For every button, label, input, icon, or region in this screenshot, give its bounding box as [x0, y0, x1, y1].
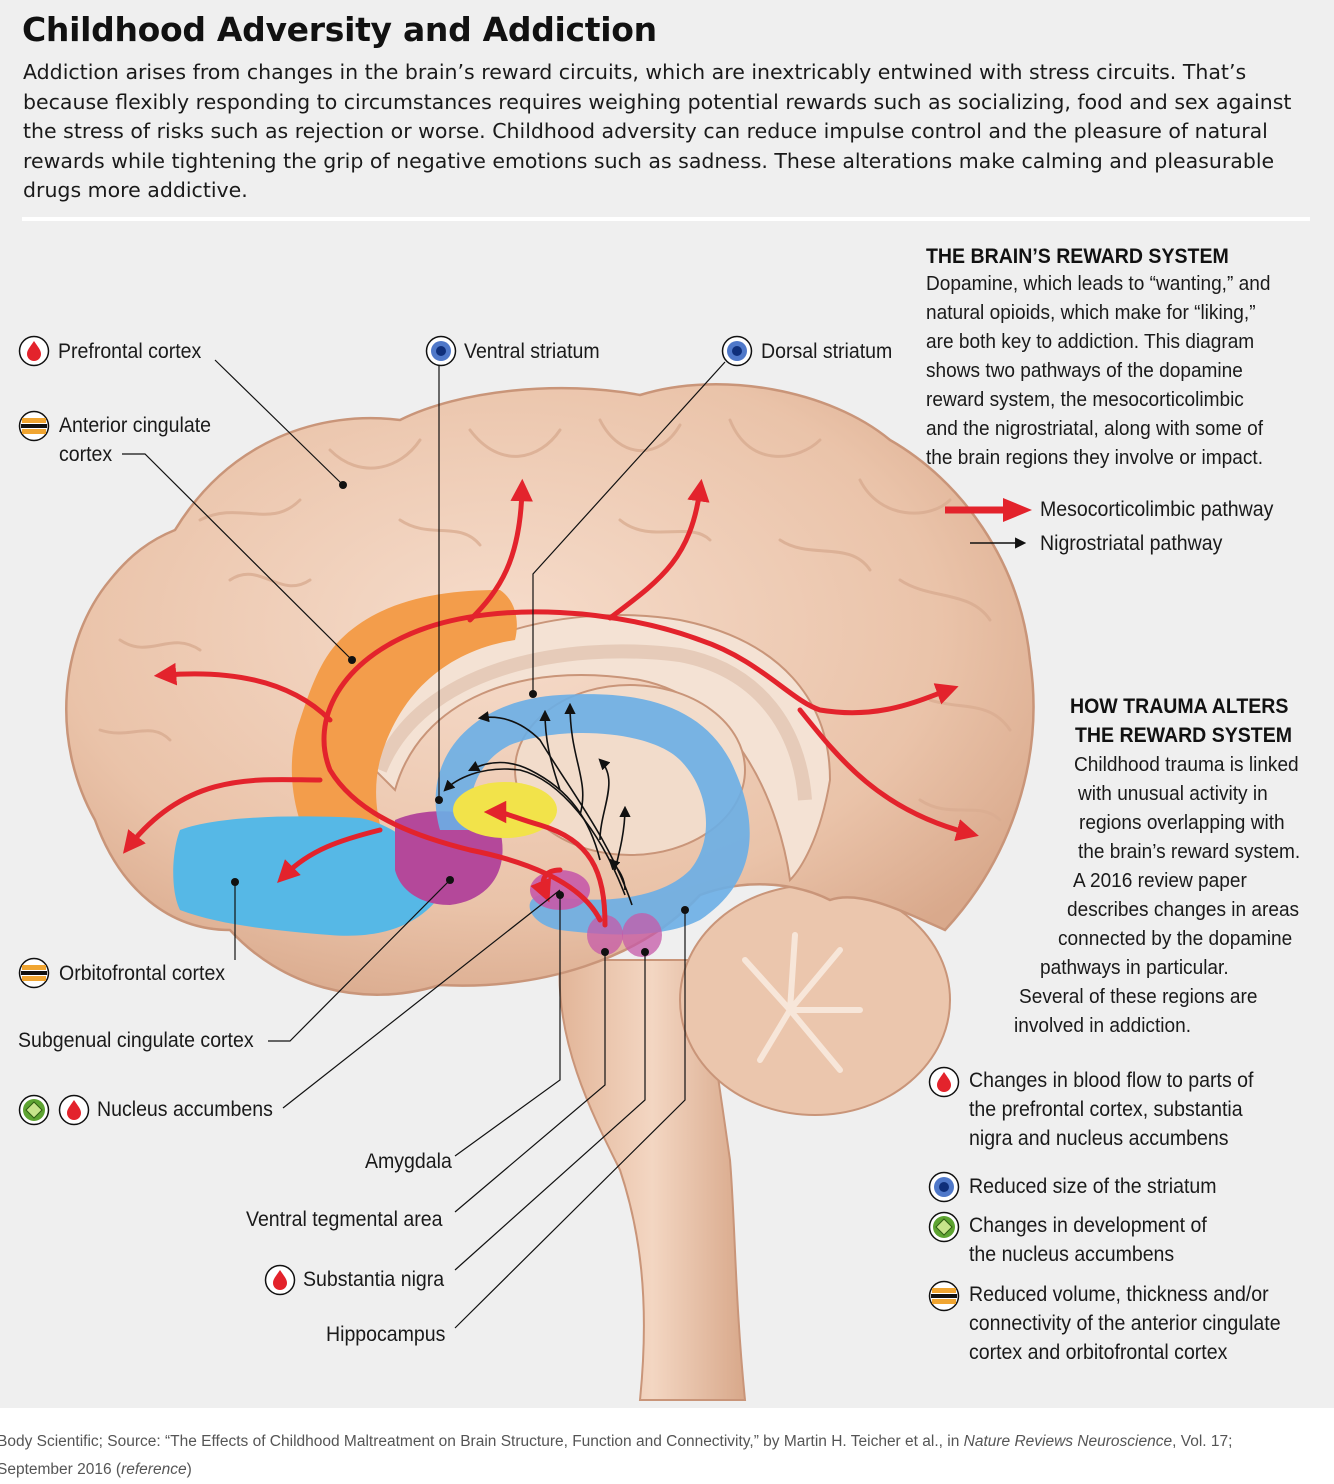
mesocorticolimbic-arrows — [122, 478, 979, 928]
figure-title: Childhood Adversity and Addiction — [22, 10, 657, 49]
blood-flow-icon — [18, 335, 50, 367]
credit-text: ) — [186, 1461, 192, 1478]
key-development: Changes in development of the nucleus ac… — [969, 1214, 1207, 1266]
vta-region — [587, 915, 623, 955]
label-subgenual-cingulate: Subgenual cingulate cortex — [18, 1029, 254, 1052]
nigrostriatal-arrows — [443, 702, 633, 906]
development-icon — [928, 1211, 960, 1243]
mesocorticolimbic-legend-arrowhead — [1003, 498, 1032, 522]
trauma-line: describes changes in areas — [1067, 898, 1300, 921]
volume-icon — [928, 1280, 960, 1312]
leader-lines — [122, 359, 726, 1329]
reward-line: Dopamine, which leads to “wanting,” and — [926, 272, 1271, 295]
label-substantia-nigra: Substantia nigra — [303, 1268, 445, 1291]
trauma-heading-2: THE REWARD SYSTEM — [1075, 724, 1293, 747]
credit-journal: Nature Reviews Neuroscience — [963, 1433, 1173, 1450]
trauma-line: with unusual activity in — [1078, 782, 1268, 805]
blood-flow-icon — [264, 1264, 296, 1296]
reward-line: are both key to addiction. This diagram — [926, 330, 1255, 353]
trauma-line: Several of these regions are — [1019, 985, 1258, 1008]
reward-system-heading: THE BRAIN’S REWARD SYSTEM — [926, 245, 1229, 268]
gyri — [98, 418, 1012, 822]
trauma-line: connected by the dopamine — [1058, 927, 1293, 950]
divider — [22, 217, 1310, 221]
trauma-line: the brain’s reward system. — [1078, 840, 1301, 863]
legend-mesocorticolimbic: Mesocorticolimbic pathway — [1040, 498, 1274, 521]
blood-flow-icon — [928, 1066, 960, 1098]
reward-line: and the nigrostriatal, along with some o… — [926, 417, 1264, 440]
intro-paragraph: Addiction arises from changes in the bra… — [23, 60, 1292, 202]
blood-flow-icon — [58, 1094, 90, 1126]
reward-line: the brain regions they involve or impact… — [926, 446, 1263, 469]
striatum-size-icon — [721, 335, 753, 367]
trauma-line: A 2016 review paper — [1073, 869, 1247, 892]
key-blood-flow: Changes in blood flow to parts of the pr… — [969, 1069, 1254, 1150]
label-anterior-cingulate-2: cortex — [59, 443, 113, 466]
label-nucleus-accumbens: Nucleus accumbens — [97, 1098, 273, 1121]
development-icon — [18, 1094, 50, 1126]
label-hippocampus: Hippocampus — [326, 1323, 446, 1346]
leader-dots — [231, 481, 689, 956]
reward-line: natural opioids, which make for “liking,… — [926, 301, 1256, 324]
label-ventral-tegmental-area: Ventral tegmental area — [246, 1208, 443, 1231]
trauma-line: involved in addiction. — [1014, 1014, 1192, 1037]
reward-line: shows two pathways of the dopamine — [926, 359, 1243, 382]
volume-icon — [18, 957, 50, 989]
arbor-vitae — [742, 932, 863, 1073]
trauma-line: regions overlapping with — [1079, 811, 1285, 834]
credit-text: , Vol. 17; — [1172, 1433, 1233, 1450]
cerebellum — [679, 884, 951, 1116]
volume-icon — [18, 410, 50, 442]
orbitofrontal-region — [173, 816, 450, 936]
legend-nigrostriatal: Nigrostriatal pathway — [1040, 532, 1223, 555]
brainstem — [558, 959, 747, 1401]
key-striatum: Reduced size of the striatum — [969, 1175, 1217, 1198]
reference-link[interactable]: reference — [121, 1461, 187, 1478]
label-anterior-cingulate-1: Anterior cingulate — [59, 414, 211, 437]
credit-line: Body Scientific; Source: “The Effects of… — [0, 1428, 1334, 1484]
striatum-size-icon — [928, 1171, 960, 1203]
credit-text: September 2016 ( — [0, 1461, 122, 1478]
yellow-region — [453, 782, 557, 838]
trauma-heading-1: HOW TRAUMA ALTERS — [1070, 695, 1289, 718]
label-dorsal-striatum: Dorsal striatum — [761, 340, 893, 363]
credit-text: Body Scientific; Source: “The Effects of… — [0, 1433, 964, 1450]
trauma-line: pathways in particular. — [1040, 956, 1229, 979]
label-ventral-striatum: Ventral striatum — [464, 340, 600, 363]
label-amygdala: Amygdala — [365, 1150, 452, 1173]
striatum-size-icon — [425, 335, 457, 367]
substantia-nigra-region — [622, 913, 662, 957]
key-volume: Reduced volume, thickness and/or connect… — [969, 1283, 1281, 1364]
label-orbitofrontal-cortex: Orbitofrontal cortex — [59, 962, 226, 985]
brain-illustration — [65, 359, 1035, 1401]
trauma-line: Childhood trauma is linked — [1074, 753, 1299, 776]
label-prefrontal-cortex: Prefrontal cortex — [58, 340, 202, 363]
reward-line: reward system, the mesocorticolimbic — [926, 388, 1244, 411]
